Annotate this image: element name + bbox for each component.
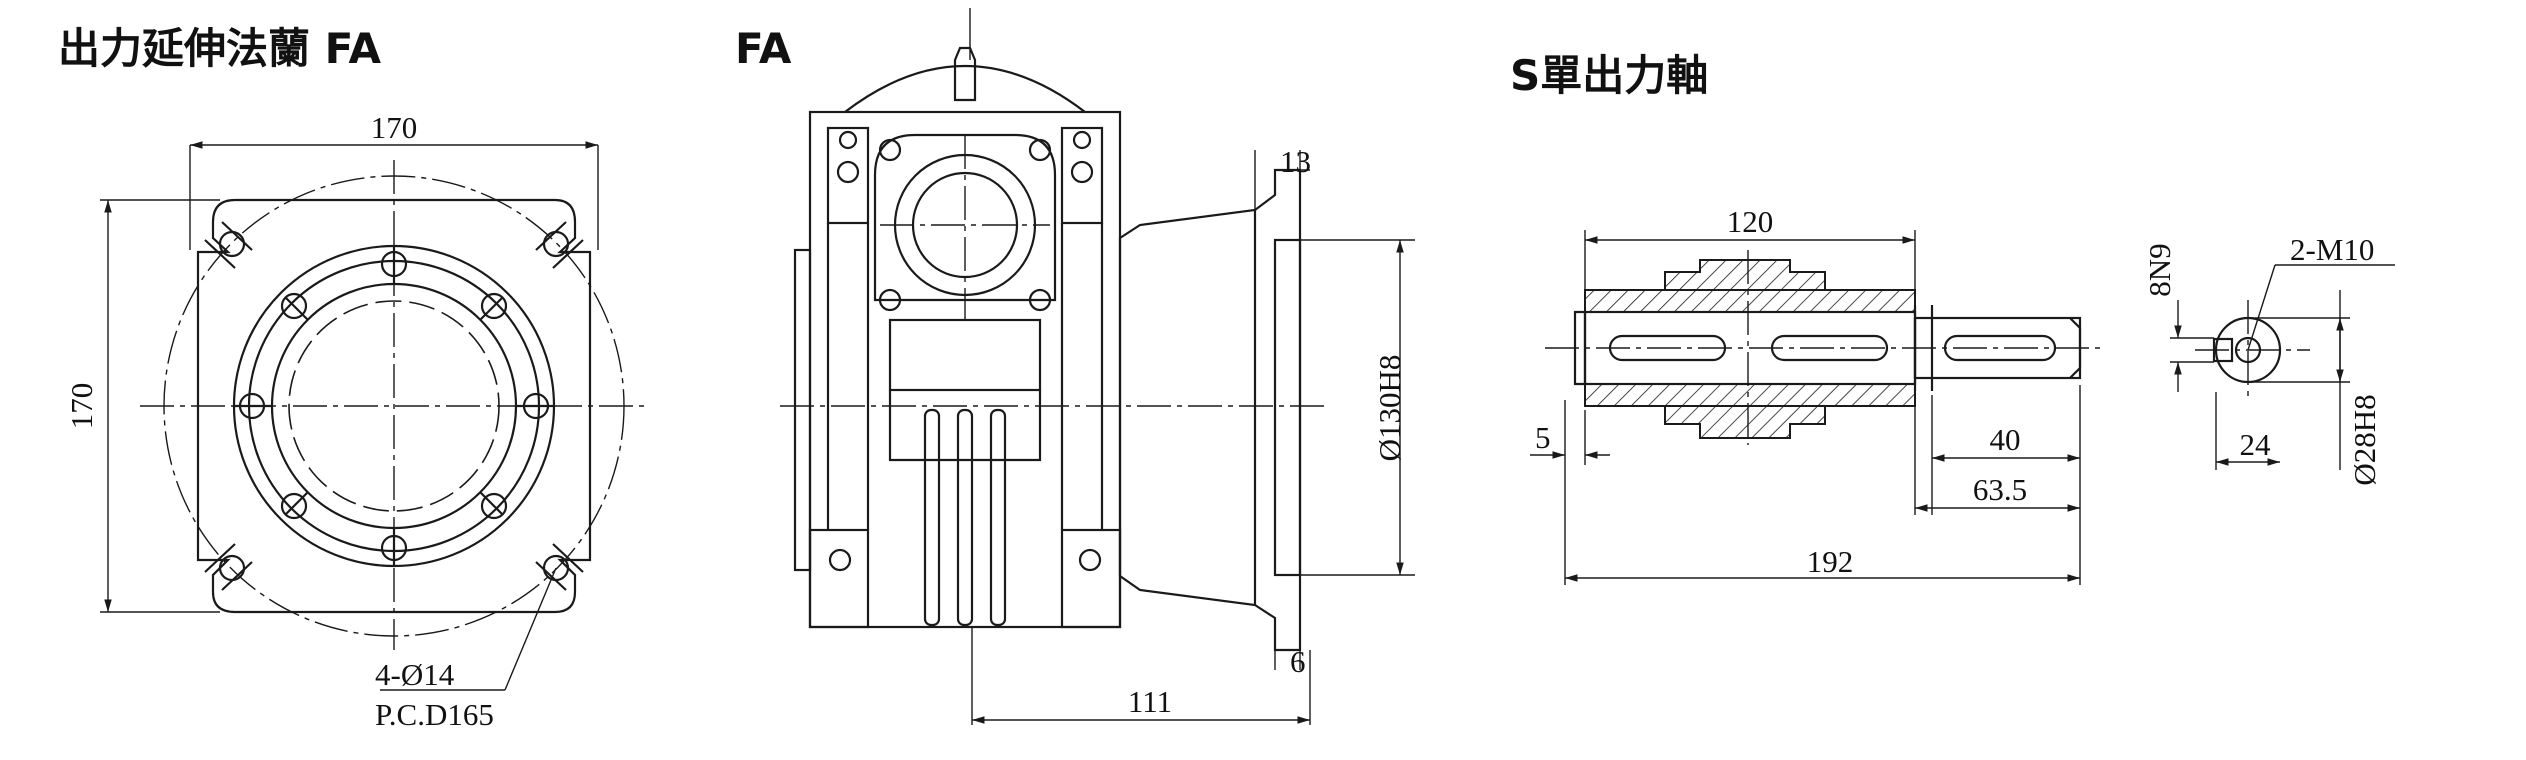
dim-total-length: 192 bbox=[1807, 544, 1854, 579]
dim-key-width: 8N9 bbox=[2142, 243, 2177, 296]
gearbox-side-view bbox=[780, 8, 1415, 725]
dim-shaft-extension: 63.5 bbox=[1973, 472, 2027, 507]
dim-pilot-depth: 6 bbox=[1290, 644, 1306, 679]
shaft-end-view bbox=[2170, 264, 2395, 470]
dim-thread: 2-M10 bbox=[2290, 232, 2374, 267]
dim-pilot-diameter: Ø130H8 bbox=[1372, 355, 1407, 462]
dim-pcd: P.C.D165 bbox=[375, 697, 494, 732]
dim-key-length: 40 bbox=[1990, 422, 2021, 457]
front-view-title: 出力延伸法蘭 FA bbox=[58, 24, 381, 73]
dim-holes: 4-Ø14 bbox=[375, 657, 455, 692]
flange-front-view bbox=[100, 141, 650, 691]
dim-shaft-diameter: Ø28H8 bbox=[2347, 394, 2382, 485]
dim-key-height: 24 bbox=[2240, 427, 2272, 462]
dim-hub-length: 120 bbox=[1727, 204, 1774, 239]
shaft-view-title: S單出力軸 bbox=[1510, 51, 1709, 100]
dim-overall-length: 111 bbox=[1128, 684, 1172, 719]
dim-flange-width: 170 bbox=[371, 110, 418, 145]
dim-flange-height: 170 bbox=[64, 383, 99, 430]
side-view-title: FA bbox=[735, 24, 792, 73]
dim-flange-thickness: 13 bbox=[1280, 144, 1311, 179]
shaft-side-view bbox=[1530, 230, 2100, 585]
dim-shaft-step: 5 bbox=[1535, 420, 1551, 455]
